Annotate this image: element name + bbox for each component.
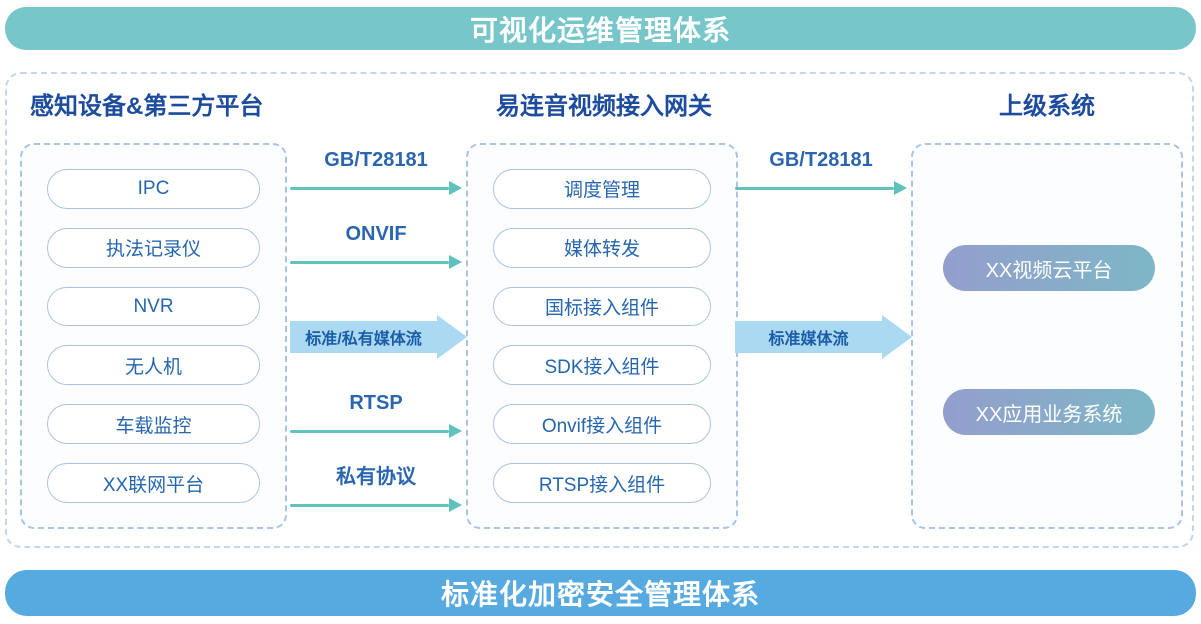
arrowhead-icon	[449, 424, 462, 438]
gateway-sdk-access-component: SDK接入组件	[493, 345, 711, 386]
flow-label: 私有协议	[336, 466, 416, 488]
gateway-rtsp-access-component: RTSP接入组件	[493, 463, 711, 503]
flow-arrow-private-protocol: 私有协议	[290, 465, 462, 512]
device-drone: 无人机	[47, 345, 260, 386]
devices-group: IPC 执法记录仪 NVR 无人机 车载监控 XX联网平台	[20, 143, 287, 529]
column-title-gateway: 易连音视频接入网关	[496, 93, 712, 120]
gateway-gb-access-component: 国标接入组件	[493, 286, 711, 327]
device-vehicle-monitor: 车载监控	[47, 404, 260, 445]
arrow-shaft	[290, 424, 462, 438]
upper-video-cloud-platform: XX视频云平台	[943, 245, 1155, 291]
flow-label: 标准/私有媒体流	[290, 321, 437, 353]
device-law-recorder: 执法记录仪	[47, 227, 260, 268]
bottom-banner-label: 标准化加密安全管理体系	[440, 579, 760, 610]
arrowhead-icon	[449, 181, 462, 195]
flow-arrow-gbt28181-in: GB/T28181	[290, 148, 462, 195]
flow-label: RTSP	[349, 392, 403, 414]
flow-label: GB/T28181	[769, 149, 873, 171]
gateway-onvif-access-component: Onvif接入组件	[493, 404, 711, 445]
gateway-media-forward: 媒体转发	[493, 227, 711, 268]
flow-arrow-onvif: ONVIF	[290, 222, 462, 269]
column-title-devices: 感知设备&第三方平台	[30, 93, 264, 120]
column-title-upper: 上级系统	[999, 93, 1095, 120]
flow-arrow-gbt28181-out: GB/T28181	[735, 148, 907, 195]
main-panel: 感知设备&第三方平台 易连音视频接入网关 上级系统 IPC 执法记录仪 NVR …	[5, 72, 1194, 548]
flow-label: ONVIF	[345, 223, 407, 245]
upper-app-business-system: XX应用业务系统	[943, 389, 1155, 435]
upper-systems-group: XX视频云平台 XX应用业务系统	[911, 143, 1183, 529]
gateway-dispatch-management: 调度管理	[493, 169, 711, 209]
arrow-shaft	[290, 498, 462, 512]
device-xx-network-platform: XX联网平台	[47, 463, 260, 503]
flow-arrow-standard-stream-out: 标准媒体流	[735, 315, 912, 359]
gateway-group: 调度管理 媒体转发 国标接入组件 SDK接入组件 Onvif接入组件 RTSP接…	[466, 143, 738, 529]
arrow-shaft	[735, 181, 907, 195]
flow-label: 标准媒体流	[735, 321, 882, 353]
top-banner: 可视化运维管理体系	[5, 7, 1196, 50]
arrow-shaft	[290, 181, 462, 195]
arrowhead-icon	[449, 498, 462, 512]
arrow-shaft	[290, 255, 462, 269]
arrowhead-icon	[437, 315, 467, 359]
device-ipc: IPC	[47, 169, 260, 209]
flow-arrow-media-stream-in: 标准/私有媒体流	[290, 315, 467, 359]
arrowhead-icon	[882, 315, 912, 359]
bottom-banner: 标准化加密安全管理体系	[5, 570, 1196, 616]
arrowhead-icon	[894, 181, 907, 195]
top-banner-label: 可视化运维管理体系	[469, 14, 731, 46]
arrowhead-icon	[449, 255, 462, 269]
flow-label: GB/T28181	[324, 149, 428, 171]
device-nvr: NVR	[47, 286, 260, 327]
flow-arrow-rtsp: RTSP	[290, 391, 462, 438]
